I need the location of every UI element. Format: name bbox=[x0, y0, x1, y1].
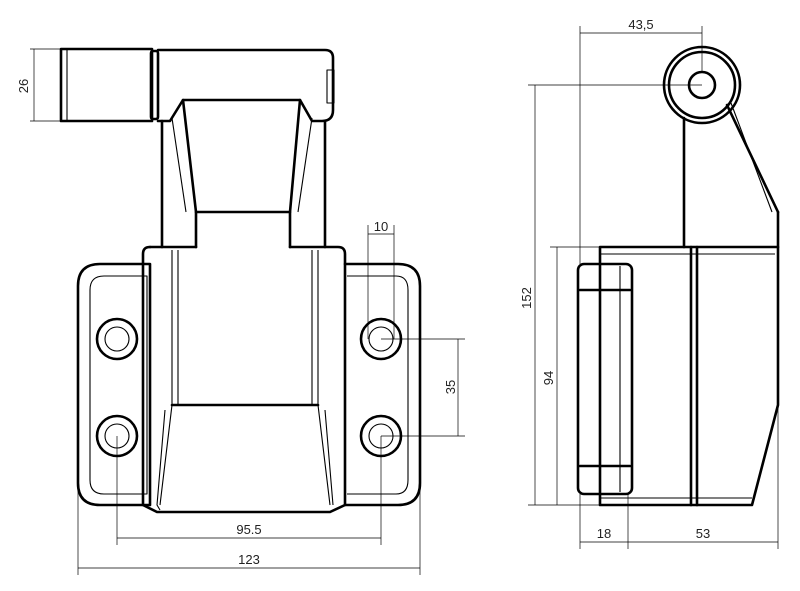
dim-plate-thickness-label: 18 bbox=[597, 526, 611, 541]
dim-slot-offset: 10 bbox=[367, 219, 395, 339]
dim-slot-offset-label: 10 bbox=[374, 219, 388, 234]
dim-plate-thickness: 18 bbox=[579, 494, 629, 549]
dim-overall-height: 152 bbox=[519, 84, 702, 506]
dim-hole-spacing-vertical: 35 bbox=[381, 338, 465, 437]
dim-hole-spacing-horizontal-label: 95.5 bbox=[236, 522, 261, 537]
hinge-leaf-body bbox=[141, 245, 347, 514]
dim-pin-height-label: 26 bbox=[16, 79, 31, 93]
hinge-pin bbox=[59, 47, 160, 123]
dim-pin-height: 26 bbox=[16, 48, 150, 122]
side-body bbox=[598, 245, 780, 507]
dim-plate-height-label: 94 bbox=[541, 371, 556, 385]
side-plate bbox=[576, 262, 634, 496]
dim-pin-offset-label: 43,5 bbox=[628, 17, 653, 32]
dim-body-depth-label: 53 bbox=[696, 526, 710, 541]
dim-pin-offset: 43,5 bbox=[579, 17, 703, 264]
side-arm bbox=[682, 102, 780, 249]
dim-hole-spacing-horizontal: 95.5 bbox=[116, 436, 382, 545]
dim-hole-spacing-vertical-label: 35 bbox=[443, 380, 458, 394]
front-view: 26 10 35 95.5 123 bbox=[16, 47, 465, 575]
side-view: 43,5 152 94 18 53 bbox=[519, 17, 780, 549]
dim-plate-height: 94 bbox=[541, 246, 600, 505]
dim-overall-height-label: 152 bbox=[519, 287, 534, 309]
mounting-hole-top-left bbox=[95, 317, 139, 361]
hinge-leaf-upper bbox=[160, 98, 327, 249]
mounting-plate bbox=[76, 262, 422, 507]
hinge-knuckle bbox=[156, 48, 335, 123]
dim-body-depth: 53 bbox=[628, 405, 779, 549]
dim-overall-width-label: 123 bbox=[238, 552, 260, 567]
dim-overall-width: 123 bbox=[77, 486, 421, 575]
